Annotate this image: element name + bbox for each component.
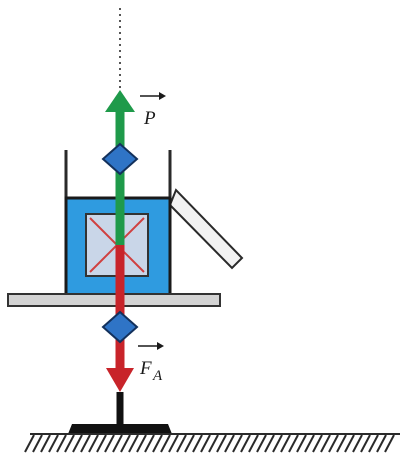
- hatch-line: [128, 434, 139, 453]
- hatch-line: [112, 434, 123, 453]
- hatch-line: [240, 434, 251, 453]
- hatch-line: [40, 434, 51, 453]
- hatch-line: [384, 434, 395, 453]
- label-p-text: P: [143, 108, 156, 129]
- hatch-line: [368, 434, 379, 453]
- hatch-line: [280, 434, 291, 453]
- hatch-line: [104, 434, 115, 453]
- hatch-line: [216, 434, 227, 453]
- hatch-line: [176, 434, 187, 453]
- label-fa-subscript: A: [152, 368, 163, 384]
- hatch-line: [232, 434, 243, 453]
- label-p-vector-arrow-icon: [159, 92, 166, 100]
- hatch-line: [360, 434, 371, 453]
- hatch-line: [80, 434, 91, 453]
- green-arrow-icon: [105, 90, 135, 112]
- hatch-line: [96, 434, 107, 453]
- hatch-line: [200, 434, 211, 453]
- hatch-line: [72, 434, 83, 453]
- spout-plate: [168, 188, 244, 270]
- upper-diamond-icon: [101, 142, 139, 176]
- hatch-line: [48, 434, 59, 453]
- hatch-line: [192, 434, 203, 453]
- label-fa: F A: [138, 342, 164, 384]
- hatch-line: [272, 434, 283, 453]
- hatch-line: [328, 434, 339, 453]
- hatch-line: [24, 434, 35, 453]
- hatch-line: [256, 434, 267, 453]
- label-fa-vector-arrow-icon: [157, 342, 164, 350]
- hatch-line: [224, 434, 235, 453]
- hatch-line: [344, 434, 355, 453]
- hatch-line: [296, 434, 307, 453]
- lower-diamond-icon: [101, 310, 139, 344]
- label-p: P: [140, 92, 166, 129]
- hatch-line: [32, 434, 43, 453]
- hatch-line: [152, 434, 163, 453]
- hatch-line: [376, 434, 387, 453]
- hatch-line: [264, 434, 275, 453]
- hatch-line: [64, 434, 75, 453]
- hatch-line: [208, 434, 219, 453]
- hatch-line: [88, 434, 99, 453]
- hatch-line: [184, 434, 195, 453]
- hatch-line: [320, 434, 331, 453]
- hatch-line: [168, 434, 179, 453]
- horizontal-plate: [7, 293, 221, 307]
- label-fa-text: F: [139, 358, 152, 379]
- hatch-line: [312, 434, 323, 453]
- hatch-line: [304, 434, 315, 453]
- ground-hatching: [24, 434, 395, 453]
- red-arrow-icon: [106, 368, 134, 392]
- hatch-line: [336, 434, 347, 453]
- hatch-line: [144, 434, 155, 453]
- hatch-line: [248, 434, 259, 453]
- base-foot: [68, 424, 172, 434]
- hatch-line: [352, 434, 363, 453]
- hatch-line: [160, 434, 171, 453]
- hatch-line: [56, 434, 67, 453]
- hatch-line: [120, 434, 131, 453]
- hatch-line: [136, 434, 147, 453]
- hatch-line: [288, 434, 299, 453]
